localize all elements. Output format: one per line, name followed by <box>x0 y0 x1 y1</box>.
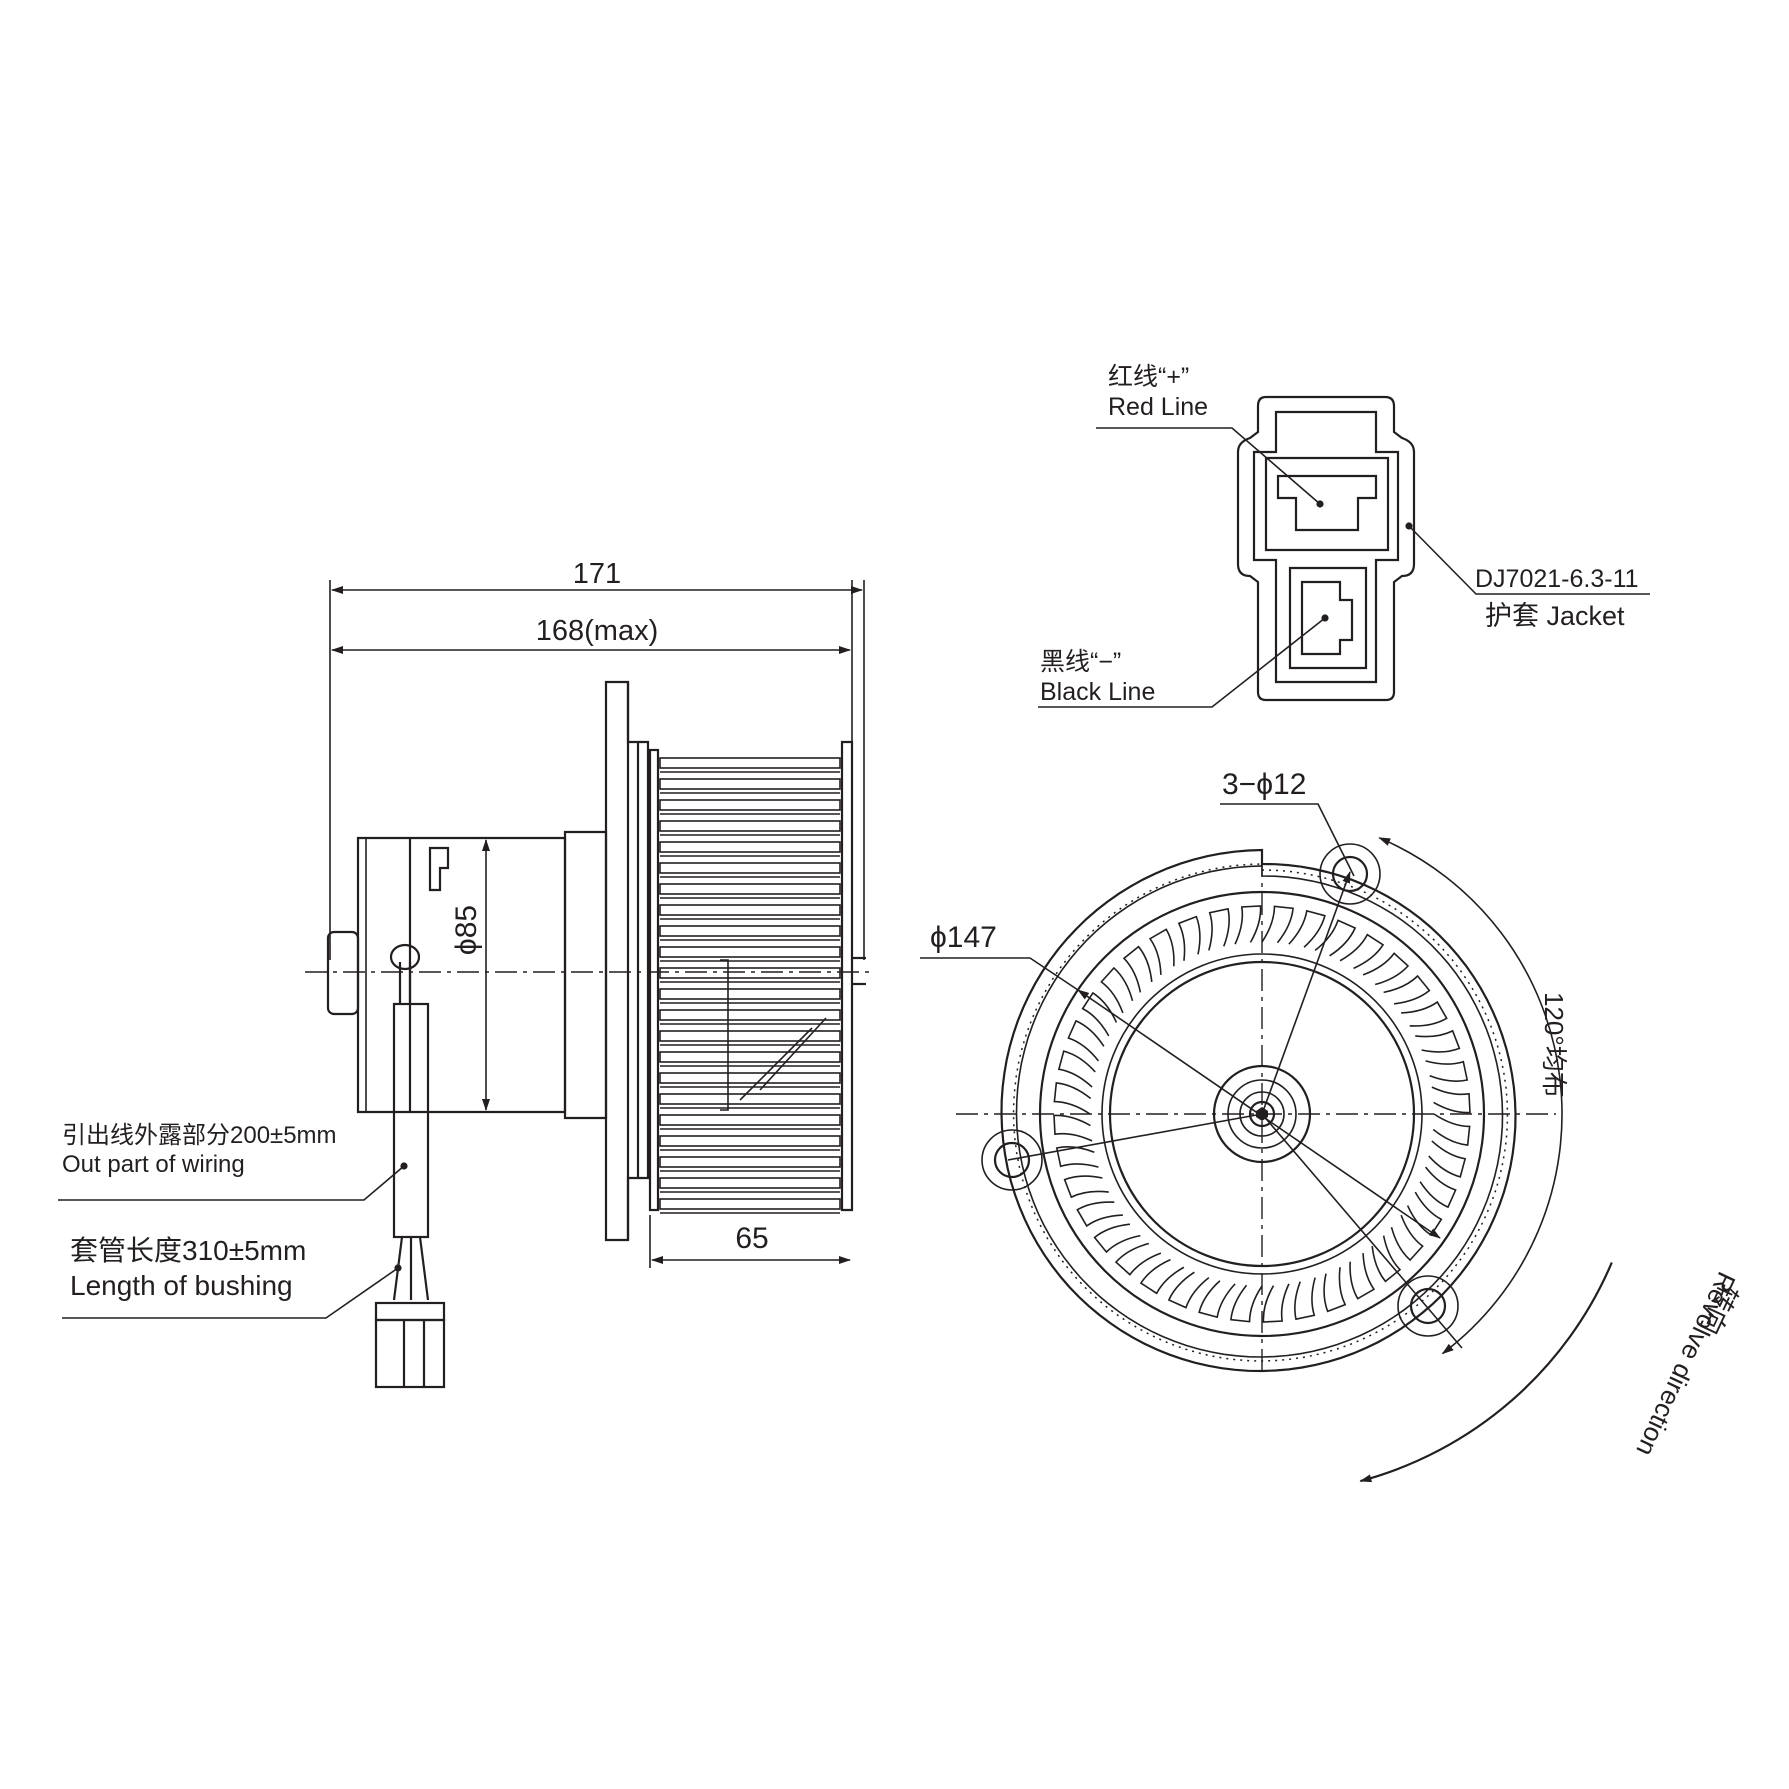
connector-jacket-view <box>1038 395 1650 708</box>
blade-front <box>1339 933 1385 970</box>
front-view <box>920 803 1613 1483</box>
blade-side <box>659 1051 841 1067</box>
blade-front <box>1114 1242 1162 1276</box>
blade-front <box>1406 1191 1443 1237</box>
overall-length-label: 171 <box>573 558 621 590</box>
blade-front <box>1288 909 1326 948</box>
blade-side <box>659 841 841 857</box>
red-line-cn: 红线“+” <box>1108 363 1189 391</box>
blade-front <box>1428 1140 1467 1178</box>
black-line-en: Black Line <box>1040 678 1155 706</box>
blade-side <box>659 925 841 941</box>
blade-side <box>659 1072 841 1088</box>
blade-front <box>1431 1086 1471 1114</box>
blade-front <box>1432 1113 1471 1146</box>
blade-side <box>659 1009 841 1025</box>
blade-front <box>1425 1060 1469 1082</box>
max-length-label: 168(max) <box>536 615 659 647</box>
rotation-direction-arc <box>1359 1262 1613 1483</box>
blade-front <box>1234 905 1262 945</box>
blade-front <box>1057 1050 1096 1088</box>
blade-front <box>1139 1258 1185 1295</box>
wheel-width-label: 65 <box>735 1222 768 1255</box>
blade-side <box>659 1198 841 1214</box>
motor-diameter-label: ϕ85 <box>450 905 483 955</box>
blower-wheel-side <box>648 740 866 1214</box>
blade-side <box>659 904 841 920</box>
blade-side <box>659 1177 841 1193</box>
side-view <box>58 580 870 1389</box>
blade-front <box>1383 974 1431 1005</box>
blade-front <box>1261 905 1294 944</box>
blade-front <box>1323 1267 1347 1313</box>
jacket-model: DJ7021-6.3-11 <box>1475 565 1639 593</box>
blade-side <box>659 1030 841 1046</box>
blade-side <box>659 967 841 983</box>
blade-front <box>1294 1277 1316 1321</box>
wire-connector-plug <box>374 1301 446 1322</box>
blade-side <box>659 862 841 878</box>
blade-side <box>659 1135 841 1151</box>
bushing-length-cn: 套管长度310±5mm <box>70 1235 306 1266</box>
red-line-en: Red Line <box>1108 393 1208 421</box>
blade-front <box>1063 1175 1109 1199</box>
black-line-cn: 黑线“−” <box>1040 648 1121 676</box>
hole-spacing-label: 120°均布 <box>1539 992 1569 1098</box>
mounting-flange <box>604 680 650 1242</box>
blade-front <box>1053 1114 1093 1142</box>
blade-front <box>1053 1082 1092 1115</box>
blade-front <box>1415 1029 1461 1053</box>
mounting-holes-label: 3−ϕ12 <box>1222 768 1306 801</box>
blade-front <box>1177 915 1201 961</box>
blade-side <box>659 757 841 773</box>
blade-front <box>1081 991 1118 1037</box>
blade-front <box>1262 1283 1290 1323</box>
jacket-label: 护套 Jacket <box>1485 601 1625 631</box>
blade-front <box>1093 1223 1141 1254</box>
blade-front <box>1076 1201 1123 1228</box>
front-housing-outline <box>1000 848 1517 1373</box>
mounting-hole <box>1397 1275 1459 1337</box>
blade-front <box>1148 928 1175 975</box>
mounting-hole <box>981 1129 1043 1191</box>
blade-front <box>1401 1000 1448 1027</box>
blade-side <box>659 883 841 899</box>
blade-front <box>1167 1271 1210 1309</box>
blade-front <box>1230 1284 1263 1323</box>
hole-spacing-arc <box>1378 837 1563 1355</box>
blade-front <box>1122 945 1153 993</box>
blade-side <box>659 778 841 794</box>
blade-side <box>659 1114 841 1130</box>
blade-side <box>659 799 841 815</box>
blade-side <box>659 946 841 962</box>
blade-side <box>659 820 841 836</box>
blade-front <box>1208 907 1230 951</box>
blade-side <box>659 988 841 1004</box>
exposed-wiring-cn: 引出线外露部分200±5mm <box>62 1122 337 1149</box>
exposed-wiring-en: Out part of wiring <box>62 1151 245 1178</box>
blade-front <box>1198 1280 1236 1319</box>
blade-side <box>659 1156 841 1172</box>
blade-side <box>659 1093 841 1109</box>
bushing-length-en: Length of bushing <box>70 1270 293 1301</box>
motor-body <box>326 830 608 1120</box>
fan-diameter-label: ϕ147 <box>930 921 997 954</box>
blade-front <box>1349 1253 1376 1300</box>
